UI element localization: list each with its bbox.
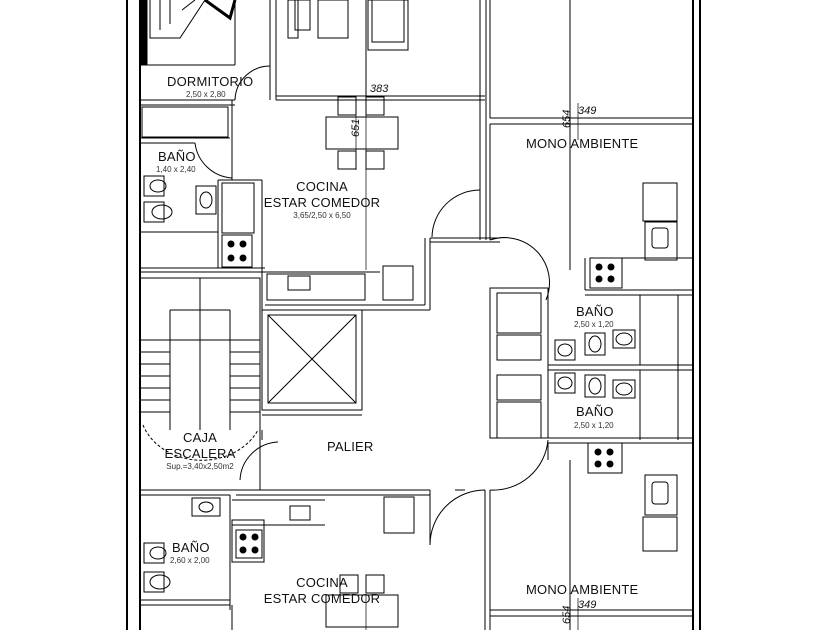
caja-size: Sup.=3,40x2,50m2 (166, 462, 234, 471)
palier-label: PALIER (327, 439, 374, 454)
dim-654-top: 654 (561, 109, 573, 128)
dormitorio-size: 2,50 x 2,80 (186, 90, 226, 99)
bano-bottom-label: BAÑO (172, 540, 210, 555)
mono-bottom-label: MONO AMBIENTE (526, 582, 639, 597)
cocina-bottom-label-2: ESTAR COMEDOR (263, 591, 381, 606)
bano-top-size: 1,40 x 2,40 (156, 165, 196, 174)
palier-doors (429, 489, 486, 546)
dimension-lines (280, 95, 693, 630)
dormitorio-label: DORMITORIO (167, 74, 254, 89)
bano-r1-label: BAÑO (576, 304, 614, 319)
dim-349-bottom: 349 (578, 599, 597, 611)
bano-r2-size: 2,50 x 1,20 (574, 421, 614, 430)
cocina-bottom-label: COCINA (296, 575, 348, 590)
bano-top-label: BAÑO (158, 149, 196, 164)
bottom-left-walls (140, 494, 415, 630)
elevator-shaft (236, 309, 430, 496)
mono-bottom-walls (484, 439, 693, 630)
dim-651: 651 (350, 118, 362, 137)
bano-top-walls (140, 100, 265, 273)
bano-bottom-size: 2,60 x 2,00 (170, 556, 210, 565)
dim-383: 383 (370, 83, 389, 95)
staircase (139, 277, 261, 491)
bano-r1-size: 2,50 x 1,20 (574, 320, 614, 329)
bano-r2-label: BAÑO (576, 404, 614, 419)
caja-label: CAJA (182, 430, 218, 445)
dormitorio-walls (139, 0, 277, 138)
dim-349-top: 349 (578, 105, 597, 117)
escalera-label: ESCALERA (164, 446, 236, 461)
cocina-top-label-2: ESTAR COMEDOR (263, 195, 381, 210)
cocina-top-label: COCINA (296, 179, 348, 194)
mono-top-label: MONO AMBIENTE (526, 136, 639, 151)
mono-top-walls (489, 0, 693, 301)
dim-654-bottom: 654 (561, 605, 573, 624)
cocina-top-size: 3,65/2,50 x 6,50 (293, 211, 351, 220)
